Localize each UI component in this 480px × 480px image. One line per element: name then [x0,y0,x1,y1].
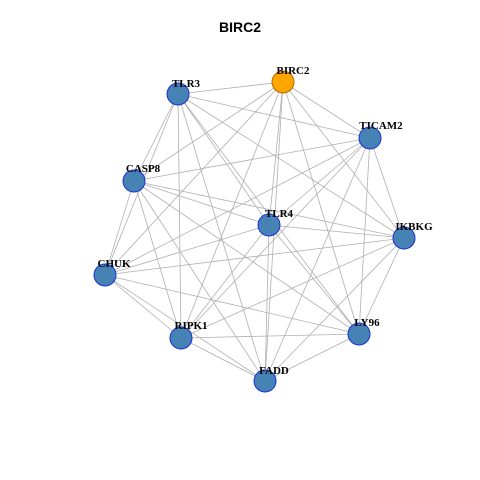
edge-ticam2-ripk1 [180,137,371,339]
edge-casp8-ikbkg [133,180,405,239]
node-label: LY96 [354,317,380,329]
node-ly96[interactable]: LY96 [347,317,380,346]
node-label: RIPK1 [175,320,208,332]
node-circle[interactable] [169,326,193,350]
edge-ticam2-ikbkg [369,137,405,239]
edge-ticam2-ly96 [358,137,371,335]
node-circle[interactable] [271,70,295,94]
edge-tlr4-ripk1 [180,224,270,339]
node-birc2[interactable]: BIRC2 [271,65,310,94]
node-circle[interactable] [358,126,382,150]
edge-tlr3-ripk1 [177,93,182,339]
node-label: TLR3 [172,78,201,90]
edge-casp8-fadd [133,180,266,382]
edge-layer [104,81,405,382]
edge-birc2-ticam2 [282,81,371,139]
node-circle[interactable] [257,213,281,237]
edge-tlr3-fadd [177,93,266,382]
edge-tlr3-ticam2 [177,93,371,139]
node-tlr4[interactable]: TLR4 [257,208,294,237]
node-fadd[interactable]: FADD [253,365,289,393]
node-label: BIRC2 [276,65,310,77]
node-label: CASP8 [126,163,161,175]
node-circle[interactable] [122,169,146,193]
edge-tlr3-casp8 [133,93,179,182]
edge-chuk-ly96 [104,274,360,335]
edge-casp8-tlr4 [133,180,270,226]
edge-tlr4-chuk [104,224,270,276]
edge-ly96-fadd [264,333,360,382]
edge-ikbkg-ly96 [358,237,405,335]
node-label: TLR4 [265,208,294,220]
node-label: TICAM2 [359,120,403,132]
node-tlr3[interactable]: TLR3 [166,78,201,106]
edge-ticam2-tlr4 [268,137,371,226]
edge-tlr4-fadd [264,224,270,382]
edge-ikbkg-chuk [104,237,405,276]
edge-tlr4-ly96 [268,224,360,335]
node-circle[interactable] [253,369,277,393]
edge-chuk-ripk1 [104,274,182,339]
node-label: FADD [259,365,289,377]
edge-casp8-chuk [104,180,135,276]
edge-tlr3-ikbkg [177,93,405,239]
edge-ikbkg-ripk1 [180,237,405,339]
edge-ripk1-ly96 [180,333,360,339]
edge-birc2-tlr4 [268,81,284,226]
node-circle[interactable] [392,226,416,250]
node-chuk[interactable]: CHUK [93,258,131,287]
node-label: IKBKG [395,221,433,233]
edge-casp8-ripk1 [133,180,182,339]
edge-birc2-chuk [104,81,284,276]
edge-tlr4-ikbkg [268,224,405,239]
edge-birc2-casp8 [133,81,284,182]
edge-tlr3-tlr4 [177,93,270,226]
edge-ikbkg-fadd [264,237,405,382]
node-circle[interactable] [347,322,371,346]
edge-birc2-ripk1 [180,81,284,339]
edge-birc2-ikbkg [282,81,405,239]
node-casp8[interactable]: CASP8 [122,163,161,193]
diagram-title: BIRC2 [218,19,261,35]
edge-ticam2-casp8 [133,137,371,182]
edge-birc2-tlr3 [177,81,284,95]
edge-ripk1-fadd [180,337,266,382]
edge-birc2-ly96 [282,81,360,335]
edge-ticam2-chuk [104,137,371,276]
node-circle[interactable] [166,82,190,106]
node-ticam2[interactable]: TICAM2 [358,120,403,150]
edge-ticam2-fadd [264,137,371,382]
node-ripk1[interactable]: RIPK1 [169,320,208,350]
node-ikbkg[interactable]: IKBKG [392,221,433,250]
node-circle[interactable] [93,263,117,287]
node-label: CHUK [98,258,131,270]
